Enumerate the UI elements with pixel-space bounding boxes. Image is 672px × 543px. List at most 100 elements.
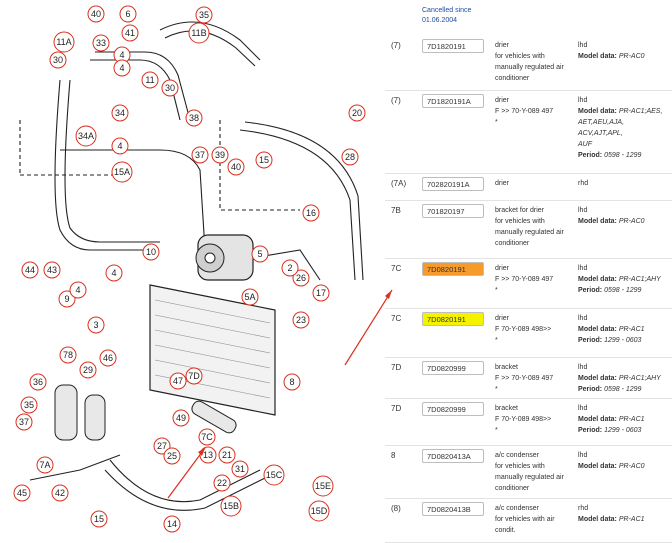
description-line: conditioner xyxy=(495,240,530,247)
meta-value: AET,AEU,AJA, xyxy=(578,119,625,126)
callout-5: 5 xyxy=(251,245,269,263)
description-line: F >> 70-Y-089 497 xyxy=(495,108,554,115)
callout-label: 25 xyxy=(167,451,177,461)
description-line: bracket xyxy=(495,364,518,371)
callout-label: 14 xyxy=(167,519,177,529)
meta-value: 1299 - 0603 xyxy=(604,427,642,434)
callout-11A: 11A xyxy=(53,31,75,53)
meta-line: Model data: PR-AC1;AES, xyxy=(578,106,672,117)
callout-label: 15C xyxy=(266,470,283,480)
callout-25: 25 xyxy=(163,447,181,465)
callout-label: 11B xyxy=(191,28,206,38)
part-number-field[interactable]: 7D0820413B xyxy=(422,502,484,516)
callout-22: 22 xyxy=(213,474,231,492)
callout-label: 47 xyxy=(173,376,183,386)
callout-38: 38 xyxy=(185,109,203,127)
position-label: (7) xyxy=(391,96,401,105)
meta-line: Model data: PR-AC1 xyxy=(578,324,672,335)
callout-41: 41 xyxy=(121,24,139,42)
meta-label: Model data: xyxy=(578,108,619,115)
part-number-field[interactable]: 7D0820999 xyxy=(422,402,484,416)
meta-line: Model data: PR-AC1 xyxy=(578,414,672,425)
callout-5A: 5A xyxy=(241,288,259,306)
meta-line: Period: 0598 - 1299 xyxy=(578,150,672,161)
part-meta: rhd xyxy=(578,178,672,189)
callout-label: 15E xyxy=(315,481,331,491)
part-number-field[interactable]: 7D0820999 xyxy=(422,361,484,375)
callout-23: 23 xyxy=(292,311,310,329)
description-line: conditioner xyxy=(495,75,530,82)
part-number-field[interactable]: 702820191A xyxy=(422,177,484,191)
meta-line: Model data: PR-AC1;AHY xyxy=(578,274,672,285)
callout-label: 42 xyxy=(55,488,65,498)
description-line: drier xyxy=(495,42,510,49)
callout-label: 15D xyxy=(311,506,328,516)
part-number-field[interactable]: 7D0820191 xyxy=(422,262,484,276)
meta-label: Model data: xyxy=(578,375,619,382)
description-line: * xyxy=(495,337,498,344)
part-number-field[interactable]: 701820197 xyxy=(422,204,484,218)
meta-label: Period: xyxy=(578,427,605,434)
callout-4: 4 xyxy=(111,137,129,155)
callout-label: 4 xyxy=(117,141,122,151)
description-line: drier xyxy=(495,265,510,272)
part-number-field[interactable]: 7D0820191 xyxy=(422,312,484,326)
callout-11: 11 xyxy=(141,71,159,89)
part-number-field[interactable]: 7D1820191A xyxy=(422,94,484,108)
description-line: a/c condenser xyxy=(495,452,539,459)
callout-7C: 7C xyxy=(198,428,216,446)
meta-label: Period: xyxy=(578,386,605,393)
description-line: for vehicles with xyxy=(495,53,545,60)
callout-label: 5 xyxy=(257,249,262,259)
callout-39: 39 xyxy=(211,146,229,164)
callout-14: 14 xyxy=(163,515,181,533)
part-number-field[interactable]: 7D0820413A xyxy=(422,449,484,463)
callout-label: 3 xyxy=(93,320,98,330)
callout-26: 26 xyxy=(292,269,310,287)
callout-label: 11A xyxy=(56,37,71,47)
position-label: 7C xyxy=(391,314,402,323)
callout-label: 27 xyxy=(157,441,167,451)
callout-15: 15 xyxy=(90,510,108,528)
meta-value: 0598 - 1299 xyxy=(604,287,642,294)
meta-label: Model data: xyxy=(578,416,619,423)
position-label: (8) xyxy=(391,504,401,513)
callout-13: 13 xyxy=(199,446,217,464)
meta-line: Period: 1299 - 0603 xyxy=(578,335,672,346)
callout-35: 35 xyxy=(195,6,213,24)
callout-37: 37 xyxy=(191,146,209,164)
callout-label: 49 xyxy=(176,413,186,423)
callout-15C: 15C xyxy=(263,464,285,486)
callout-29: 29 xyxy=(79,361,97,379)
callout-4: 4 xyxy=(69,281,87,299)
position-label: (7) xyxy=(391,41,401,50)
callout-label: 34 xyxy=(115,108,125,118)
callout-34: 34 xyxy=(111,104,129,122)
callout-label: 41 xyxy=(125,28,135,38)
callout-label: 7A xyxy=(39,460,50,470)
position-label: 7C xyxy=(391,264,402,273)
callout-9: 9 xyxy=(58,290,76,308)
description-line: for vehicles with air xyxy=(495,516,555,523)
callout-42: 42 xyxy=(51,484,69,502)
callout-37: 37 xyxy=(15,413,33,431)
meta-line: lhd xyxy=(578,42,588,49)
callout-label: 30 xyxy=(165,83,175,93)
meta-line: lhd xyxy=(578,97,588,104)
compressor-illustration xyxy=(195,234,254,281)
callout-label: 15 xyxy=(259,155,269,165)
callout-label: 21 xyxy=(222,450,232,460)
callout-label: 43 xyxy=(47,265,57,275)
part-number-field[interactable]: 7D1820191 xyxy=(422,39,484,53)
part-description: drier xyxy=(495,178,579,189)
